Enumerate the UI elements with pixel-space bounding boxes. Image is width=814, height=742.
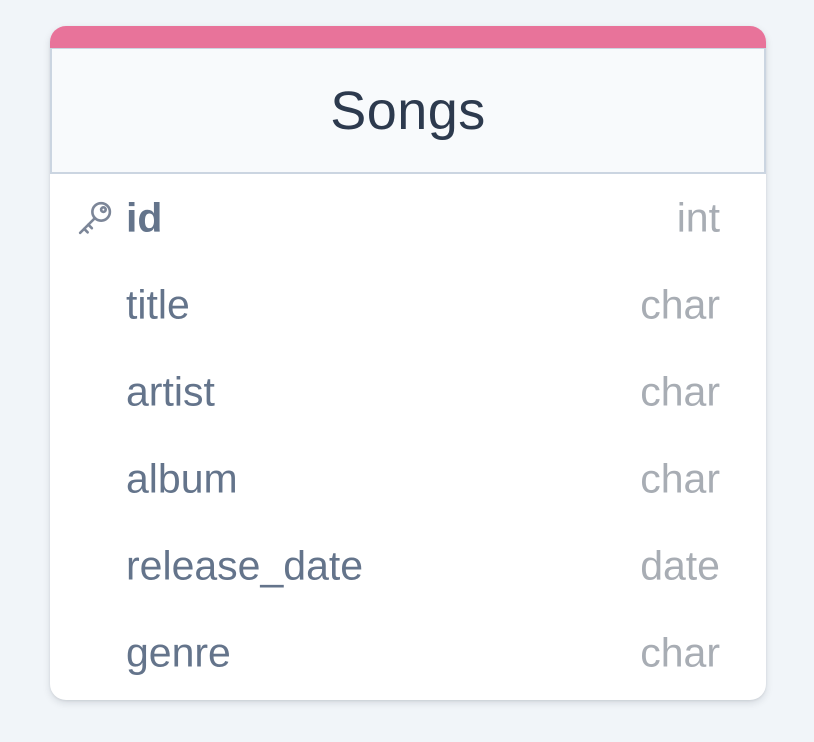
table-header[interactable]: Songs (50, 48, 766, 174)
column-name: artist (126, 368, 215, 414)
column-type: char (640, 281, 720, 327)
column-row-id[interactable]: id int (50, 174, 766, 261)
table-accent-bar (50, 26, 766, 48)
column-row-title[interactable]: title char (50, 261, 766, 348)
column-row-release-date[interactable]: release_date date (50, 522, 766, 609)
column-type: int (676, 194, 720, 240)
column-type: char (640, 629, 720, 675)
key-icon (78, 201, 112, 234)
songs-table-card[interactable]: Songs id int title char artist char albu… (50, 26, 766, 700)
column-name: album (126, 455, 238, 501)
column-row-genre[interactable]: genre char (50, 609, 766, 696)
column-type: char (640, 455, 720, 501)
column-row-artist[interactable]: artist char (50, 348, 766, 435)
column-type: char (640, 368, 720, 414)
column-name: release_date (126, 542, 364, 588)
column-row-album[interactable]: album char (50, 435, 766, 522)
column-name: genre (126, 629, 231, 675)
column-name: id (126, 194, 163, 240)
column-type: date (640, 542, 720, 588)
column-name: title (126, 281, 190, 327)
column-list: id int title char artist char album char… (50, 174, 766, 696)
table-title: Songs (330, 80, 486, 141)
